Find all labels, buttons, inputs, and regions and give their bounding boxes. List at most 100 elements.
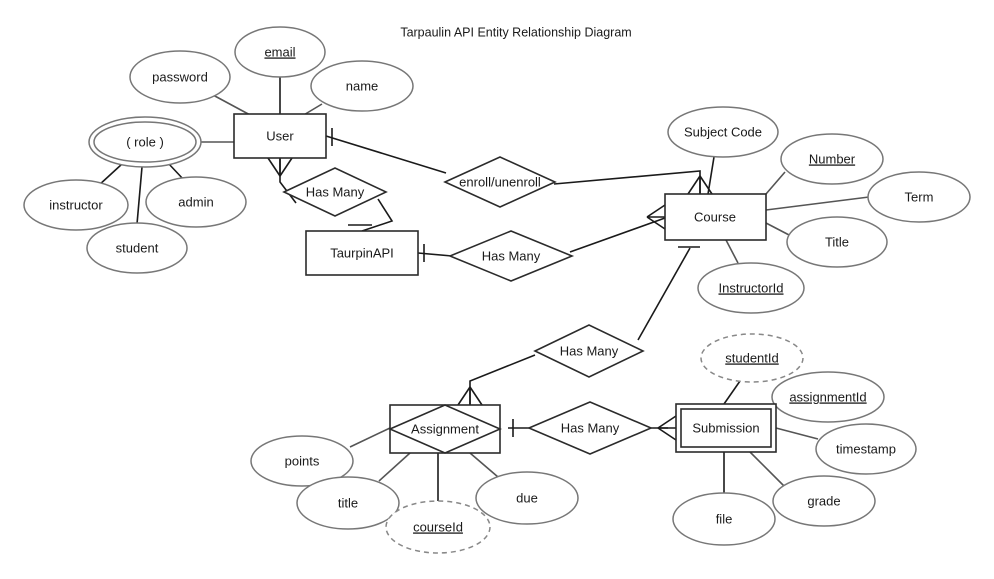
relationship-user-has-many[interactable]: Has Many	[282, 167, 388, 217]
attribute-due-ellipse	[475, 471, 579, 525]
attribute-file[interactable]: file	[672, 492, 776, 546]
attribute-number-ellipse	[780, 133, 884, 185]
entity-submission-label: Submission	[692, 420, 759, 435]
attribute-courseid[interactable]: courseId	[385, 500, 491, 554]
entity-user-label: User	[266, 128, 294, 143]
link-assignment-due	[469, 452, 499, 478]
attribute-instructorid-label: InstructorId	[718, 280, 783, 295]
link-submission-timestamp	[775, 427, 819, 440]
attribute-instructorid[interactable]: InstructorId	[697, 262, 805, 314]
relationship-enroll-unenroll-label: enroll/unenroll	[459, 174, 541, 189]
many-mark-assignment-top	[457, 386, 483, 406]
relationship-user-has-many-diamond	[282, 167, 388, 217]
relationship-enroll-unenroll[interactable]: enroll/unenroll	[443, 156, 557, 208]
link-course-title	[765, 222, 792, 237]
link-course-instructorid	[725, 239, 739, 264]
attribute-studentid-ellipse	[700, 333, 804, 383]
attribute-assignmentid-ellipse	[771, 371, 885, 423]
link-taurpinapi-hasmany	[417, 252, 453, 257]
link-role-instructor	[97, 163, 123, 187]
entity-course-box	[664, 193, 767, 241]
entity-assignment-label: Assignment	[411, 421, 479, 436]
entity-assignment-diamond	[387, 404, 503, 454]
attribute-nodes: password email name ( role ) instructor …	[23, 26, 971, 554]
attribute-instructor[interactable]: instructor	[23, 179, 129, 231]
entity-taurpinapi-label: TaurpinAPI	[330, 245, 394, 260]
attribute-email[interactable]: email	[234, 26, 326, 78]
attribute-term-ellipse	[867, 171, 971, 223]
link-enroll-course	[553, 170, 701, 194]
link-assignment-points	[349, 427, 391, 448]
attribute-studentid[interactable]: studentId	[700, 333, 804, 383]
link-user-password	[212, 94, 253, 117]
attribute-role[interactable]: ( role )	[88, 116, 202, 168]
link-submission-grade	[749, 451, 786, 488]
attribute-title-assignment[interactable]: title	[296, 476, 400, 530]
entity-course[interactable]: Course	[664, 193, 767, 241]
attribute-role-label: ( role )	[126, 134, 164, 149]
attribute-admin[interactable]: admin	[145, 176, 247, 228]
attribute-file-ellipse	[672, 492, 776, 546]
relationship-nodes: Has Many enroll/unenroll Has Many Has Ma…	[282, 156, 654, 455]
attribute-timestamp-ellipse	[815, 423, 917, 475]
link-hasmany-taurpinapi	[361, 198, 394, 232]
attribute-file-label: file	[716, 511, 733, 526]
entity-taurpinapi-box	[305, 230, 419, 276]
entity-course-label: Course	[694, 209, 736, 224]
attribute-due[interactable]: due	[475, 471, 579, 525]
many-mark-course-enroll	[687, 175, 713, 195]
relationship-assignment-has-many[interactable]: Has Many	[526, 401, 654, 455]
entity-user[interactable]: User	[233, 113, 327, 159]
attribute-title-course[interactable]: Title	[786, 216, 888, 268]
attribute-assignmentid-label: assignmentId	[789, 389, 866, 404]
relationship-assignment-has-many-label: Has Many	[561, 420, 620, 435]
link-course-term	[765, 196, 870, 211]
attribute-admin-ellipse	[145, 176, 247, 228]
attribute-timestamp[interactable]: timestamp	[815, 423, 917, 475]
attribute-studentid-label: studentId	[725, 350, 779, 365]
link-course-hasmany	[637, 247, 691, 341]
entity-submission[interactable]: Submission	[675, 403, 777, 453]
relationship-enroll-unenroll-diamond	[443, 156, 557, 208]
attribute-points[interactable]: points	[250, 435, 354, 487]
attribute-courseid-label: courseId	[413, 519, 463, 534]
attribute-grade[interactable]: grade	[772, 475, 876, 527]
entity-assignment[interactable]: Assignment	[387, 404, 503, 454]
relationship-assignment-has-many-diamond	[526, 401, 654, 455]
link-course-subjectcode	[707, 156, 715, 195]
entity-nodes: User TaurpinAPI Course Assignment Submis…	[233, 113, 777, 454]
attribute-student[interactable]: student	[86, 222, 188, 274]
attribute-assignmentid[interactable]: assignmentId	[771, 371, 885, 423]
attribute-subject-code-ellipse	[667, 106, 779, 158]
relationship-api-has-many-diamond	[447, 230, 575, 282]
attribute-due-label: due	[516, 490, 538, 505]
attribute-courseid-ellipse	[385, 500, 491, 554]
attribute-points-label: points	[285, 453, 320, 468]
relationship-course-has-many[interactable]: Has Many	[533, 324, 645, 378]
attribute-email-label: email	[264, 44, 295, 59]
attribute-subject-code-label: Subject Code	[684, 124, 762, 139]
link-assignment-title	[378, 452, 411, 482]
attribute-subject-code[interactable]: Subject Code	[667, 106, 779, 158]
attribute-name[interactable]: name	[310, 60, 414, 112]
link-submission-studentid	[723, 380, 741, 405]
attribute-number[interactable]: Number	[780, 133, 884, 185]
relationship-api-has-many[interactable]: Has Many	[447, 230, 575, 282]
many-mark-user-hasmany	[267, 157, 293, 177]
entity-user-box	[233, 113, 327, 159]
link-role-student	[136, 166, 143, 225]
link-role-admin	[167, 162, 185, 181]
attribute-student-label: student	[116, 240, 159, 255]
many-mark-submission-left	[657, 415, 677, 441]
entity-taurpinapi[interactable]: TaurpinAPI	[305, 230, 419, 276]
attribute-timestamp-label: timestamp	[836, 441, 896, 456]
relationship-course-has-many-diamond	[533, 324, 645, 378]
attribute-term[interactable]: Term	[867, 171, 971, 223]
attribute-password[interactable]: password	[129, 50, 231, 104]
attribute-email-ellipse	[234, 26, 326, 78]
attribute-term-label: Term	[905, 189, 934, 204]
attribute-points-ellipse	[250, 435, 354, 487]
attribute-grade-ellipse	[772, 475, 876, 527]
attribute-password-ellipse	[129, 50, 231, 104]
